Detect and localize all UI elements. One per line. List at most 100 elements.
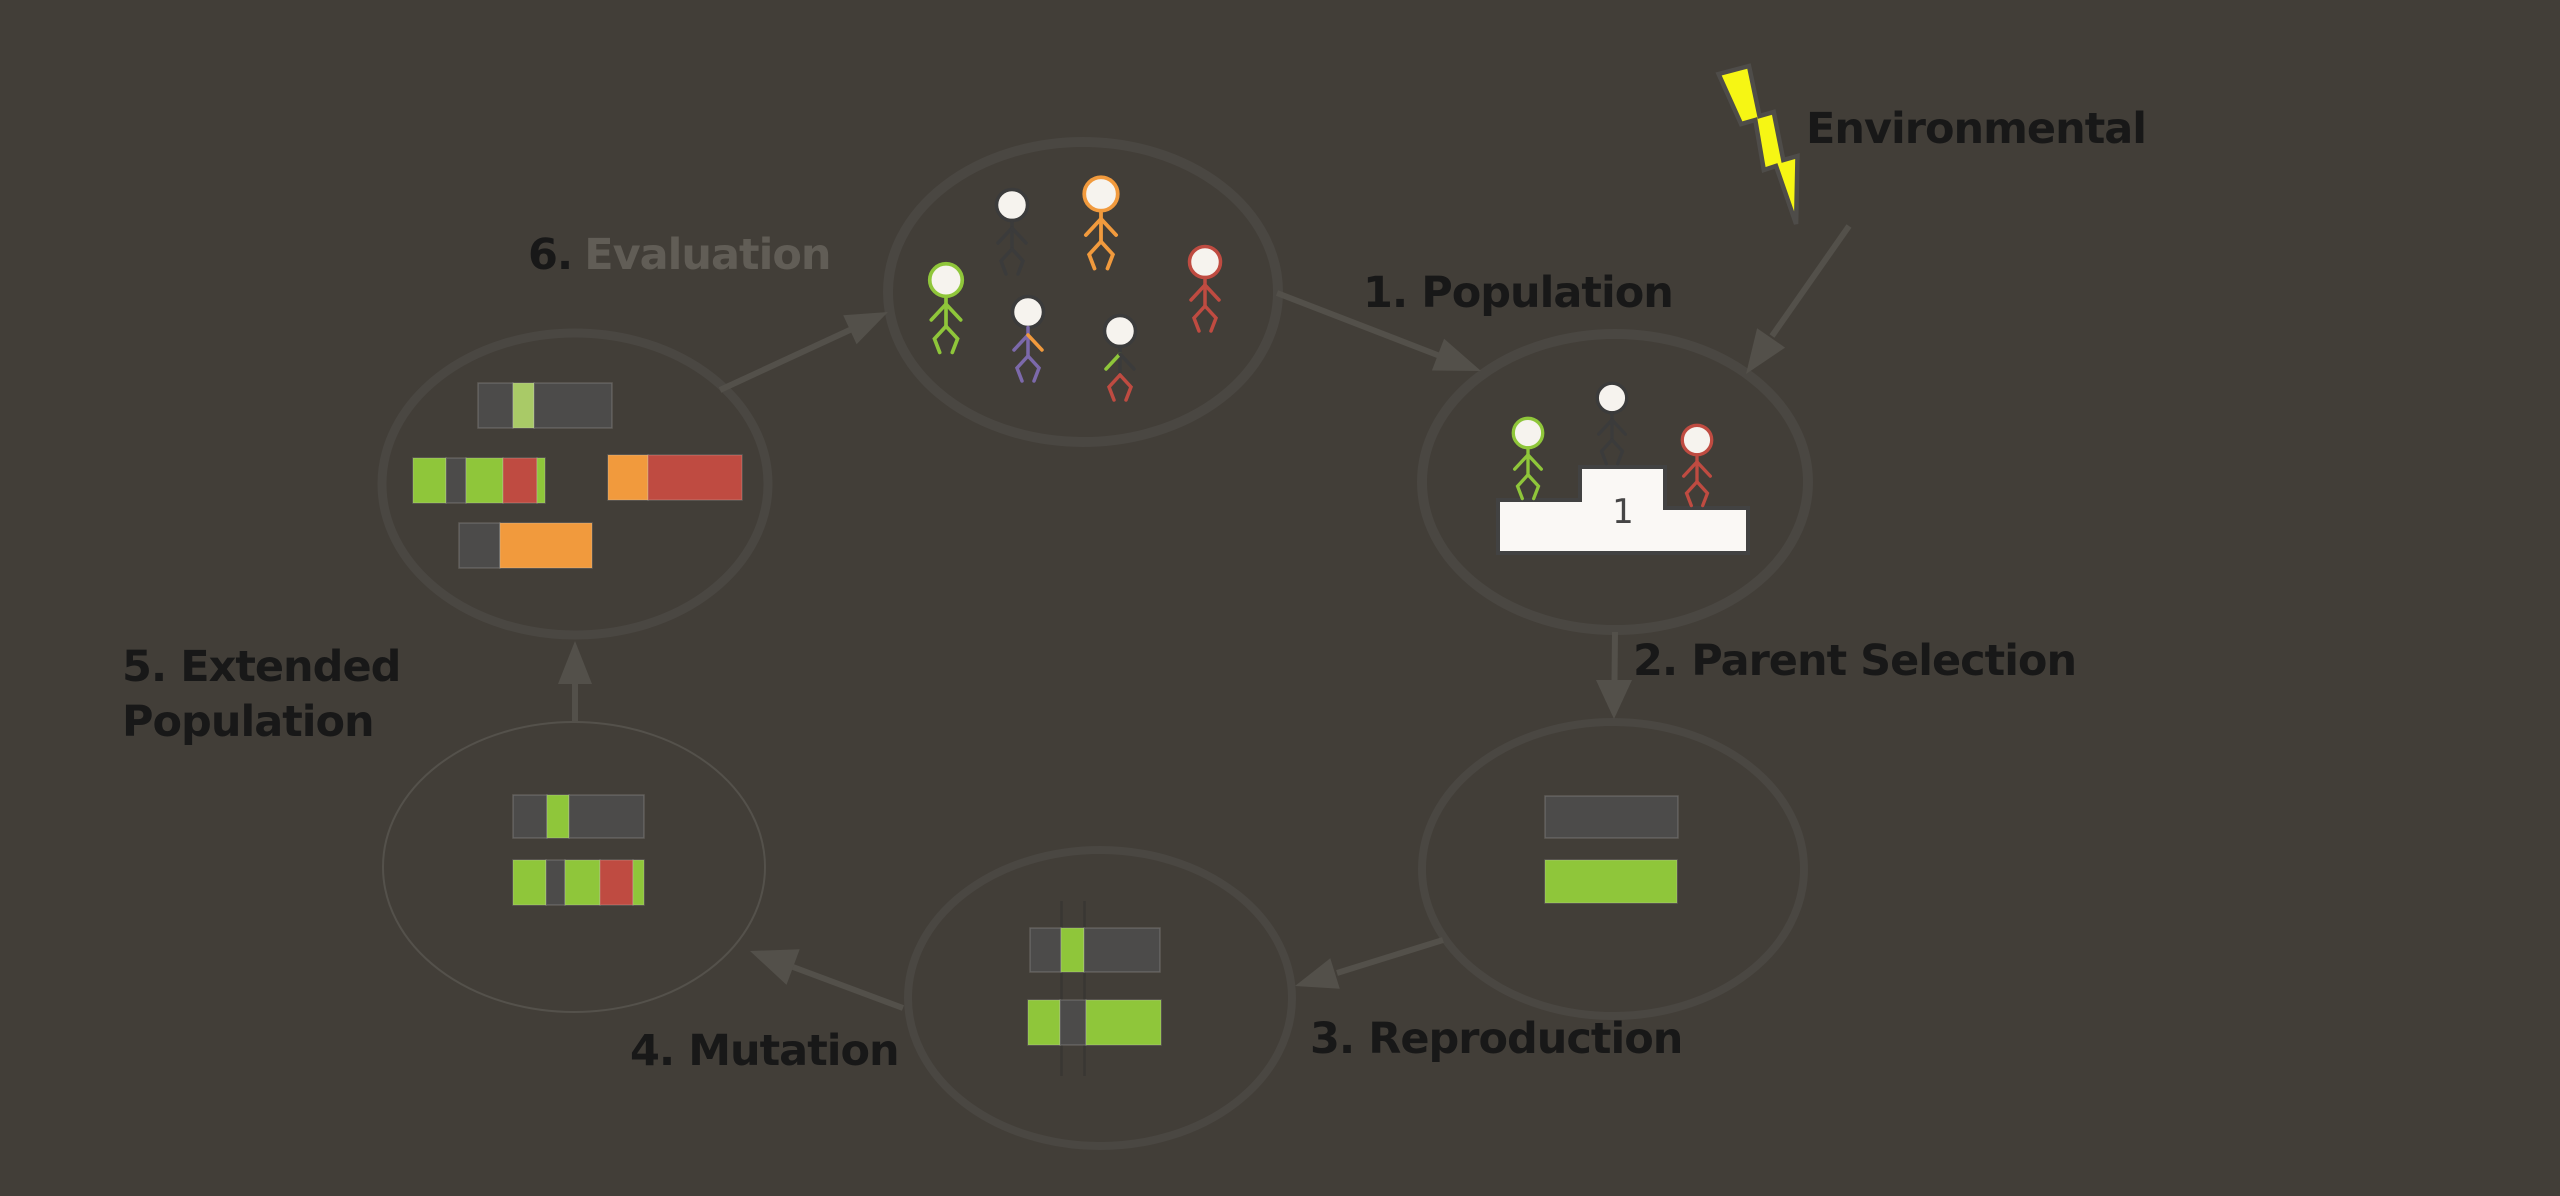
figure-arm xyxy=(1189,283,1207,302)
reproduction-ellipse xyxy=(904,846,1296,1150)
figure-arm xyxy=(944,302,963,322)
figure-leg xyxy=(998,247,1014,276)
gene-segment xyxy=(533,382,613,429)
figure-head xyxy=(994,187,1030,223)
gene-segment xyxy=(647,454,743,501)
figure-leg xyxy=(1099,239,1116,271)
arrow-reproduction xyxy=(1295,937,1444,989)
podium-winner-black xyxy=(1595,381,1629,466)
figure-leg xyxy=(1010,247,1026,276)
lightning-bolt-icon xyxy=(1715,63,1800,225)
gene-segment xyxy=(1060,927,1085,973)
gene-segment xyxy=(546,794,570,839)
figure-leg xyxy=(1610,438,1625,466)
gene-segment xyxy=(499,522,593,569)
figure-arm xyxy=(1010,226,1028,245)
extended-population-ellipse xyxy=(377,328,773,640)
figure-arm xyxy=(996,226,1014,245)
figure-leg xyxy=(1695,480,1710,508)
figure-head xyxy=(1680,423,1714,457)
gene-segment xyxy=(512,382,535,429)
gene-segment xyxy=(599,859,634,906)
gene-segment xyxy=(536,457,546,504)
figure-head xyxy=(1187,244,1223,280)
gene-segment xyxy=(502,457,538,504)
figure-leg xyxy=(1106,373,1122,402)
arrow-extended-population xyxy=(558,641,592,722)
individual-red xyxy=(1187,244,1223,333)
figure-arm xyxy=(1104,352,1122,371)
individual-green-red xyxy=(1102,313,1138,402)
gene-segment xyxy=(632,859,645,906)
figure-leg xyxy=(1599,438,1614,466)
figure-leg xyxy=(1203,304,1219,333)
figure-leg xyxy=(944,324,960,355)
figure-head xyxy=(1102,313,1138,349)
figure-head xyxy=(1010,294,1046,330)
figure-arm xyxy=(1083,216,1103,237)
figure-arm xyxy=(1012,333,1030,352)
figure-leg xyxy=(1526,473,1541,501)
label-step3-reproduction: 3. Reproduction xyxy=(1310,1014,1683,1064)
gene-segment xyxy=(1029,927,1062,973)
podium-winner-red xyxy=(1680,423,1714,508)
figure-arm xyxy=(1118,352,1136,371)
gene-segment xyxy=(1027,999,1061,1046)
parent-selection-ellipse xyxy=(1417,329,1813,635)
podium xyxy=(1496,465,1750,555)
figure-leg xyxy=(932,324,948,355)
figure-head xyxy=(927,261,965,299)
figure-leg xyxy=(1014,354,1030,383)
individual-orange xyxy=(1082,175,1120,271)
figure-head xyxy=(1595,381,1629,415)
gene-segment xyxy=(1083,927,1161,973)
extended-population-genomes xyxy=(412,382,743,569)
figure-arm xyxy=(1695,460,1712,478)
figure-head xyxy=(1082,175,1120,213)
arrow-mutation xyxy=(750,949,905,1011)
label-environmental: Environmental xyxy=(1806,104,2147,154)
figure-leg xyxy=(1026,354,1042,383)
gene-segment xyxy=(512,794,548,839)
selected-parents xyxy=(1544,795,1679,904)
gene-segment xyxy=(607,454,649,501)
figure-arm xyxy=(929,302,948,322)
figure-arm xyxy=(1597,418,1614,436)
gene-segment xyxy=(1544,859,1678,904)
figure-arm xyxy=(1203,283,1221,302)
figure-arm xyxy=(1610,418,1627,436)
arrow-parent-selection xyxy=(1596,631,1632,719)
label-step1-population: 1. Population xyxy=(1363,268,1674,318)
label-step5-extended-population: 5. Extended Population xyxy=(122,642,401,747)
podium-rank-label: 1 xyxy=(1612,492,1634,532)
figure-arm xyxy=(1026,333,1044,352)
mutated-children xyxy=(512,794,645,906)
figure-arm xyxy=(1099,216,1119,237)
gene-segment xyxy=(568,794,645,839)
figure-arm xyxy=(1526,453,1543,471)
individual-black xyxy=(994,187,1030,276)
arrow-environmental xyxy=(1746,224,1852,374)
gene-segment xyxy=(465,457,504,504)
figure-head xyxy=(1511,416,1545,450)
individual-green xyxy=(927,261,965,355)
gene-segment xyxy=(545,859,566,906)
podium-winner-green xyxy=(1511,416,1545,501)
label-step6-evaluation: 6.Evaluation xyxy=(528,230,832,280)
figure-arm xyxy=(1513,453,1530,471)
figure-leg xyxy=(1191,304,1207,333)
crossover-children xyxy=(1027,927,1162,1046)
gene-segment xyxy=(564,859,601,906)
stick-figures-layer xyxy=(927,175,1714,508)
figure-leg xyxy=(1086,239,1103,271)
gene-segment xyxy=(1085,999,1162,1046)
label-step4-mutation: 4. Mutation xyxy=(630,1026,900,1076)
gene-segment xyxy=(445,457,467,504)
gene-segment xyxy=(512,859,547,906)
gene-segment xyxy=(412,457,447,504)
arrow-population xyxy=(1275,290,1481,371)
label-step2-parent-selection: 2. Parent Selection xyxy=(1633,636,2077,686)
gene-segment xyxy=(1544,795,1679,839)
